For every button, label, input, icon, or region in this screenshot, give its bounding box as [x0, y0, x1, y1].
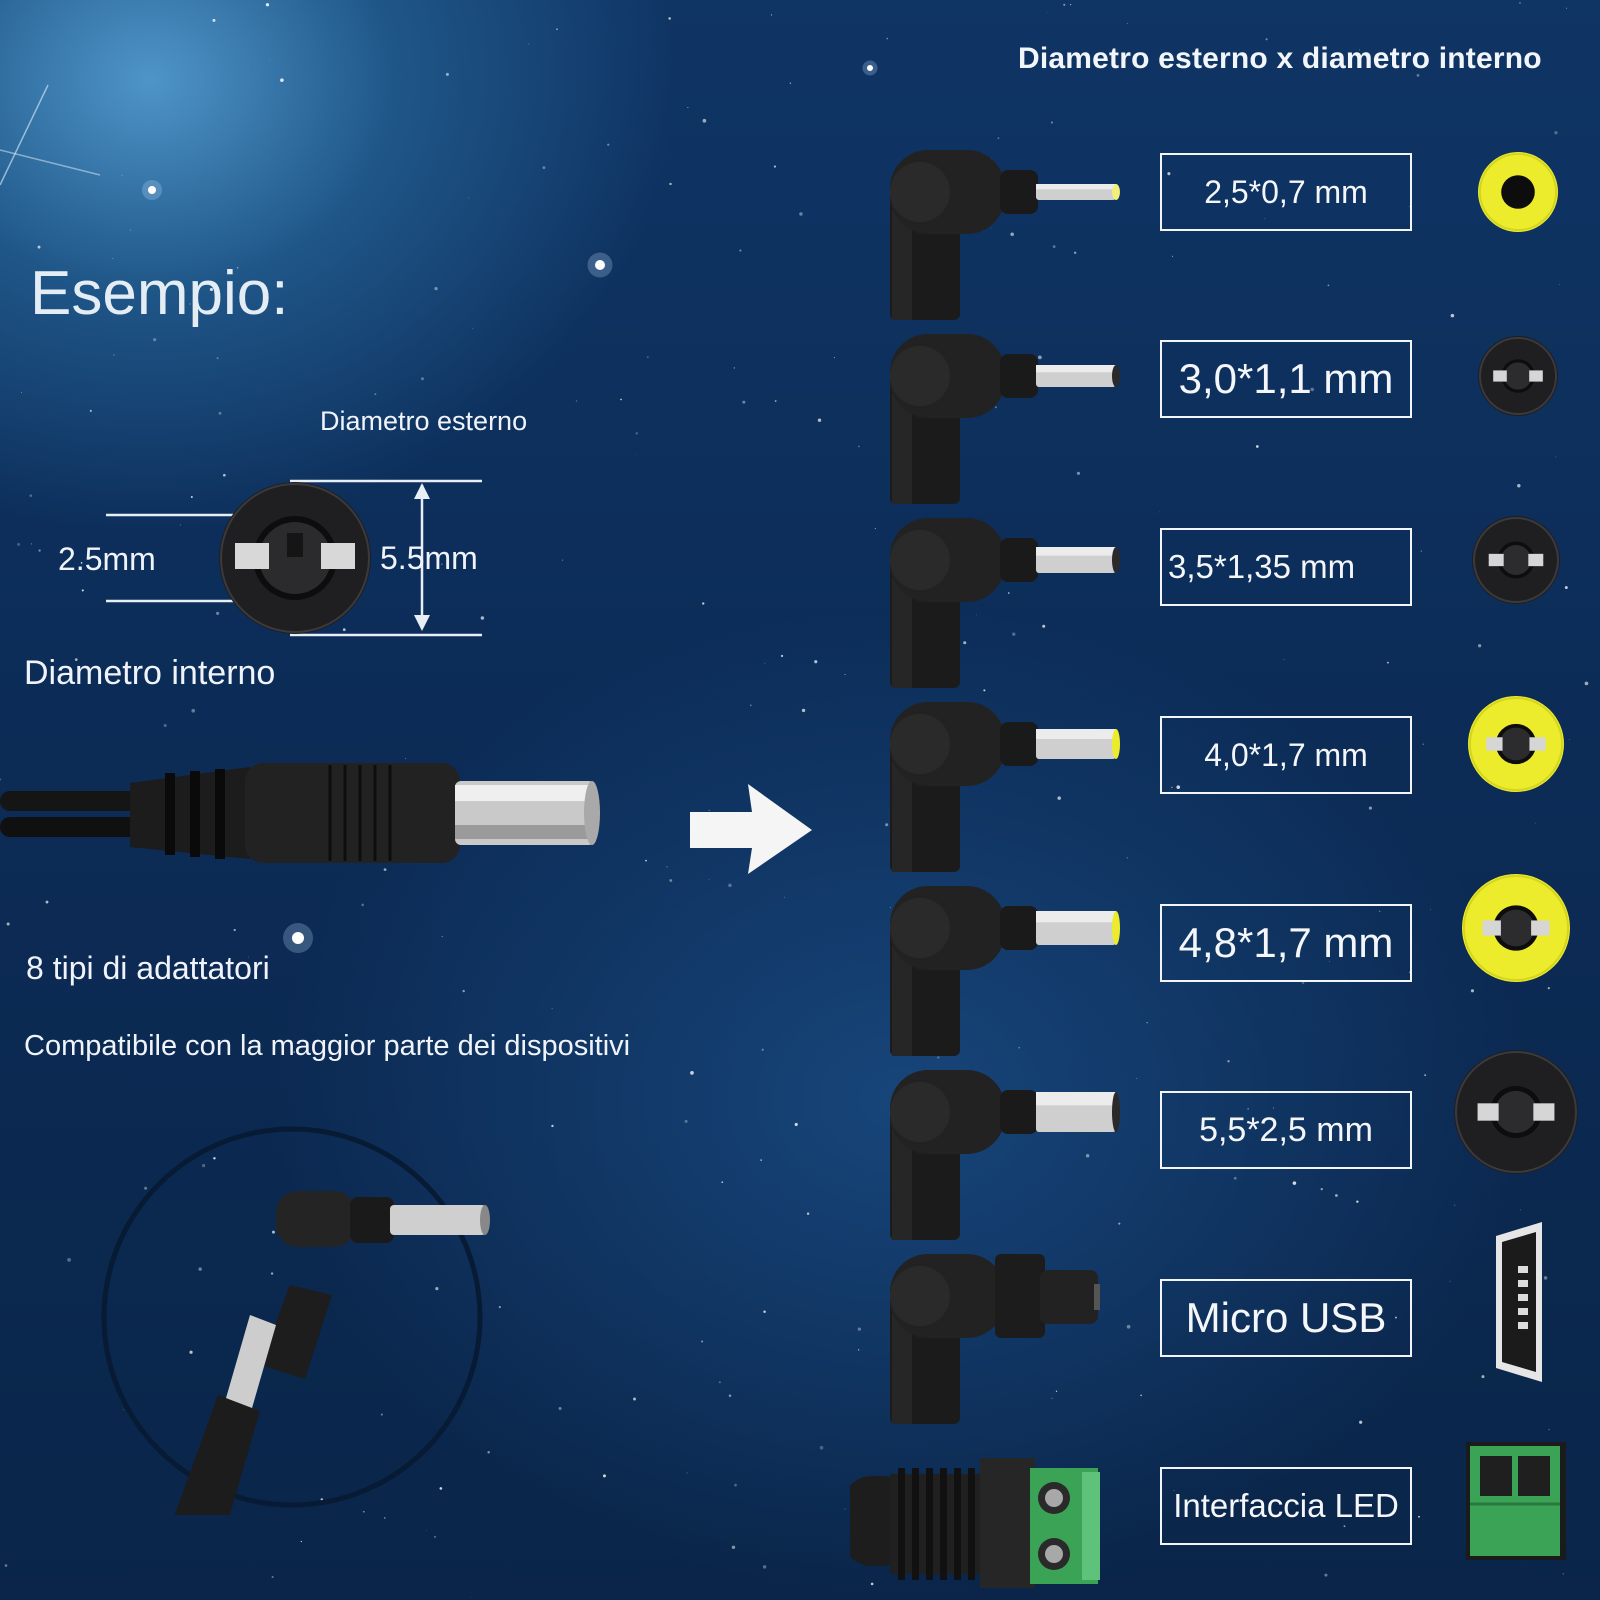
size-box-4-0x1-7: 4,0*1,7 mm	[1160, 716, 1412, 794]
adapter-tip-4	[890, 702, 1120, 872]
connector-face-2	[1478, 336, 1558, 416]
size-box-micro-usb: Micro USB	[1160, 1279, 1412, 1357]
size-label: Micro USB	[1185, 1294, 1387, 1341]
connector-face-4	[1468, 696, 1564, 792]
adapter-tip-1	[890, 150, 1120, 320]
connector-face-8	[1466, 1442, 1566, 1560]
outer-diameter-value: 5.5mm	[380, 540, 478, 576]
adapter-connection-inset	[101, 1126, 490, 1515]
adapter-tip-5	[890, 886, 1120, 1056]
size-box-led: Interfaccia LED	[1160, 1467, 1412, 1545]
size-box-5-5x2-5: 5,5*2,5 mm	[1160, 1091, 1412, 1169]
size-label: 2,5*0,7 mm	[1204, 173, 1368, 210]
size-label: 3,0*1,1 mm	[1178, 355, 1394, 402]
angled-adapter-tip	[260, 1191, 490, 1379]
adapter-count-text: 8 tipi di adattatori	[26, 950, 270, 986]
example-heading: Esempio:	[30, 259, 289, 328]
adapter-tip-6	[890, 1070, 1120, 1240]
connector-face-5	[1462, 874, 1570, 982]
diameter-diagram	[106, 479, 482, 637]
adapter-tip-8	[850, 1458, 1100, 1588]
size-label: 4,8*1,7 mm	[1178, 919, 1394, 966]
size-label: 4,0*1,7 mm	[1204, 736, 1368, 773]
outer-diameter-label: Diametro esterno	[320, 406, 528, 436]
arrow-down-icon	[414, 615, 430, 631]
size-label: 3,5*1,35 mm	[1168, 548, 1356, 585]
connector-face-1	[1478, 152, 1558, 232]
compatibility-text: Compatibile con la maggior parte dei dis…	[24, 1030, 631, 1062]
adapter-tips-column	[850, 150, 1120, 1588]
arrow-up-icon	[414, 483, 430, 499]
size-box-4-8x1-7: 4,8*1,7 mm	[1160, 904, 1412, 982]
adapter-tip-3	[890, 518, 1120, 688]
size-label: 5,5*2,5 mm	[1199, 1110, 1373, 1149]
page-title: Diametro esterno x diametro interno	[1018, 42, 1542, 75]
size-label: Interfaccia LED	[1173, 1487, 1399, 1524]
connector-faces-column	[1454, 152, 1578, 1560]
size-box-3-5x1-35: 3,5*1,35 mm	[1160, 528, 1412, 606]
connector-face-large	[219, 482, 371, 634]
arrow-right-icon	[690, 784, 812, 874]
dc-plug-inset	[174, 1315, 276, 1515]
connector-face-3	[1472, 516, 1560, 604]
inner-diameter-value: 2.5mm	[58, 541, 156, 577]
adapter-tip-2	[890, 334, 1120, 504]
inner-diameter-label: Diametro interno	[24, 654, 276, 692]
connector-face-6	[1454, 1050, 1578, 1174]
adapter-tip-7	[890, 1254, 1100, 1424]
size-box-2-5x0-7: 2,5*0,7 mm	[1160, 153, 1412, 231]
size-box-3-0x1-1: 3,0*1,1 mm	[1160, 340, 1412, 418]
connector-face-7	[1496, 1222, 1542, 1382]
dc-plug-cable-image	[0, 763, 600, 863]
